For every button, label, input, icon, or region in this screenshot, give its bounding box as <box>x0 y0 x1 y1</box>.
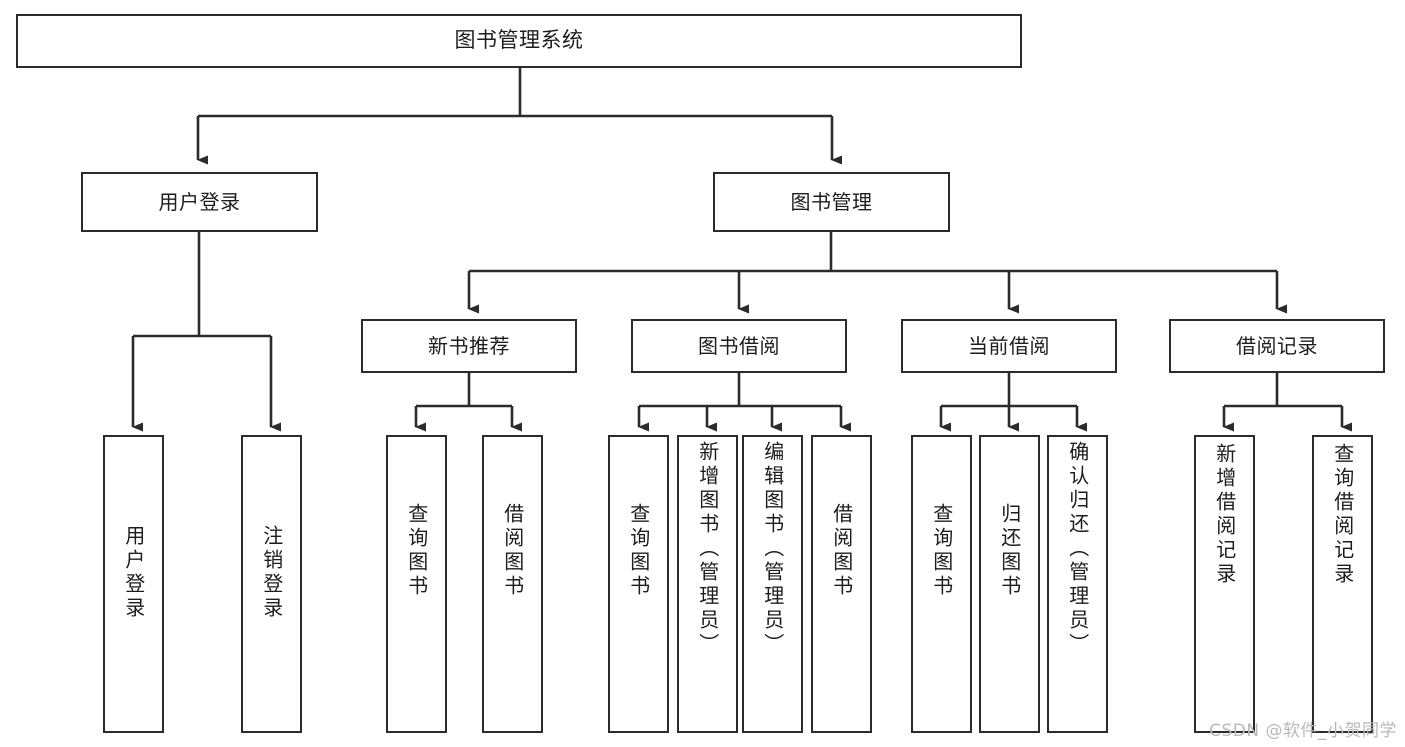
node-user-login[interactable]: 用户登录 <box>81 172 318 232</box>
node-label: 查询图书 <box>404 503 429 599</box>
node-label: 编辑图书（管理员） <box>760 441 785 657</box>
node-label: 新书推荐 <box>428 333 510 358</box>
node-label: 借阅图书 <box>500 503 525 599</box>
node-label: 用户登录 <box>158 189 241 214</box>
leaf-query-book-borrow[interactable]: 查询图书 <box>608 435 669 733</box>
node-label: 查询图书 <box>626 503 651 599</box>
node-label: 新增图书（管理员） <box>695 441 720 657</box>
node-book-manage[interactable]: 图书管理 <box>713 172 950 232</box>
node-label: 借阅记录 <box>1236 333 1318 358</box>
leaf-user-login[interactable]: 用户登录 <box>103 435 164 733</box>
node-label: 图书借阅 <box>698 333 780 358</box>
node-label: 当前借阅 <box>968 333 1050 358</box>
node-label: 查询借阅记录 <box>1330 443 1355 587</box>
leaf-borrow-book-recommend[interactable]: 借阅图书 <box>482 435 543 733</box>
node-label: 注销登录 <box>259 525 284 621</box>
leaf-edit-book-admin[interactable]: 编辑图书（管理员） <box>742 435 803 733</box>
leaf-return-book[interactable]: 归还图书 <box>979 435 1040 733</box>
node-new-book-recommend[interactable]: 新书推荐 <box>361 319 577 373</box>
watermark-text: CSDN @软件_小贺同学 <box>1209 721 1397 741</box>
leaf-add-borrow-record[interactable]: 新增借阅记录 <box>1194 435 1255 733</box>
leaf-borrow-book-borrow[interactable]: 借阅图书 <box>811 435 872 733</box>
leaf-query-book-current[interactable]: 查询图书 <box>911 435 972 733</box>
leaf-query-borrow-record[interactable]: 查询借阅记录 <box>1312 435 1373 733</box>
node-current-borrow[interactable]: 当前借阅 <box>901 319 1117 373</box>
node-label: 确认归还（管理员） <box>1065 441 1090 657</box>
node-root-system[interactable]: 图书管理系统 <box>16 14 1022 68</box>
leaf-add-book-admin[interactable]: 新增图书（管理员） <box>677 435 738 733</box>
node-book-borrow[interactable]: 图书借阅 <box>631 319 847 373</box>
node-label: 查询图书 <box>929 503 954 599</box>
node-label: 新增借阅记录 <box>1212 443 1237 587</box>
node-label: 图书管理 <box>790 189 873 214</box>
node-label: 用户登录 <box>121 525 146 621</box>
node-label: 归还图书 <box>997 503 1022 599</box>
node-label: 借阅图书 <box>829 503 854 599</box>
leaf-confirm-return-admin[interactable]: 确认归还（管理员） <box>1047 435 1108 733</box>
node-label: 图书管理系统 <box>454 28 584 53</box>
node-borrow-record[interactable]: 借阅记录 <box>1169 319 1385 373</box>
leaf-logout-login[interactable]: 注销登录 <box>241 435 302 733</box>
leaf-query-book-recommend[interactable]: 查询图书 <box>386 435 447 733</box>
